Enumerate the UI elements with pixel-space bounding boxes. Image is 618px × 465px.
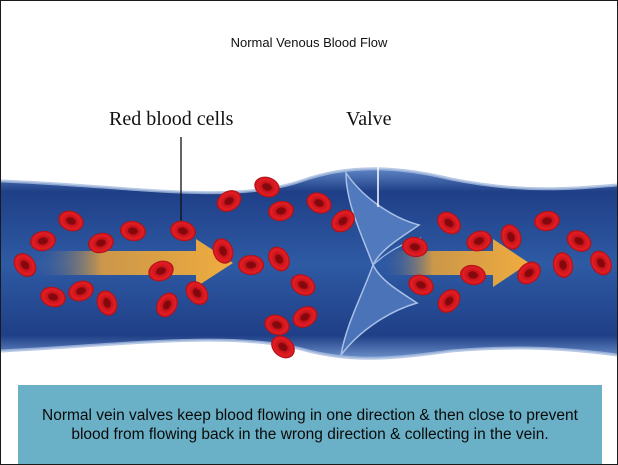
- caption-bar: Normal vein valves keep blood flowing in…: [18, 385, 602, 464]
- label-red-blood-cells: Red blood cells: [109, 108, 234, 130]
- vein-illustration: Red blood cells Valve: [1, 93, 617, 383]
- label-valve: Valve: [346, 108, 392, 130]
- slide-title: Normal Venous Blood Flow: [1, 35, 617, 50]
- caption-text: Normal vein valves keep blood flowing in…: [18, 406, 602, 444]
